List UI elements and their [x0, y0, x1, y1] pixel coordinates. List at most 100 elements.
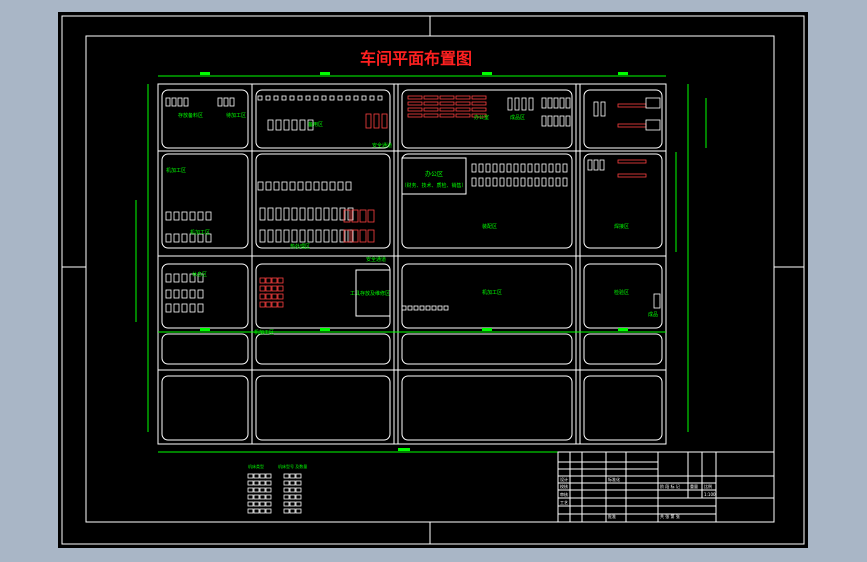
machine-block	[305, 181, 312, 191]
machine-block	[645, 119, 661, 131]
outer-frame	[61, 15, 805, 545]
zone-label-k: 机加工区	[482, 289, 502, 296]
machine-block	[559, 97, 565, 109]
machine-block	[173, 289, 180, 299]
machine-block	[295, 480, 302, 486]
machine-block	[555, 177, 561, 187]
machine-block	[478, 177, 484, 187]
machine-block	[247, 508, 254, 514]
title-block	[557, 451, 775, 523]
title-block-text: 设计 校核 审核 工艺 标准化 批准 阶 段 标 记 重量 比例 1:100 共…	[560, 476, 716, 519]
machine-block	[253, 501, 260, 507]
machine-block	[173, 273, 180, 283]
machine-block	[587, 159, 593, 171]
machine-block	[289, 181, 296, 191]
machine-block	[265, 95, 271, 101]
machine-block	[323, 207, 330, 221]
machine-block	[165, 97, 171, 107]
machine-block	[259, 501, 266, 507]
machine-block	[514, 97, 520, 111]
machine-block	[267, 207, 274, 221]
machine-block	[259, 508, 266, 514]
machine-block	[189, 211, 196, 221]
machine-block	[439, 95, 455, 100]
machine-block	[407, 107, 423, 112]
machine-block	[520, 163, 526, 173]
machine-block	[471, 177, 477, 187]
machine-block	[347, 229, 354, 243]
machine-block	[299, 119, 306, 131]
machine-block	[329, 181, 336, 191]
machine-block	[289, 494, 296, 500]
machine-block	[253, 487, 260, 493]
machine-block	[541, 177, 547, 187]
machine-block	[562, 177, 568, 187]
machine-block	[229, 97, 235, 107]
machine-block	[271, 277, 278, 284]
machine-block	[401, 305, 407, 311]
machine-block	[265, 301, 272, 308]
zone-label-a: 存放备料区	[178, 112, 203, 119]
machine-block	[617, 173, 647, 178]
machine-block	[455, 95, 471, 100]
machine-block	[507, 97, 513, 111]
machine-block	[307, 119, 314, 131]
machine-block	[359, 209, 367, 223]
machine-block	[267, 119, 274, 131]
machine-block	[297, 95, 303, 101]
machine-block	[321, 181, 328, 191]
machine-block	[283, 508, 290, 514]
machine-block	[513, 177, 519, 187]
machine-block	[337, 95, 343, 101]
machine-block	[289, 473, 296, 479]
tb-ratio: 1:100	[704, 492, 716, 497]
machine-block	[265, 285, 272, 292]
aisle-label-lower: 安全通道	[366, 256, 386, 263]
machine-block	[471, 107, 487, 112]
machine-block	[259, 473, 266, 479]
building-outline	[157, 83, 667, 445]
machine-block	[377, 95, 383, 101]
machine-block	[423, 113, 439, 118]
machine-block	[181, 303, 188, 313]
machine-block	[431, 305, 437, 311]
machine-block	[499, 163, 505, 173]
machine-block	[343, 229, 351, 243]
machine-block	[189, 273, 196, 283]
machine-block	[265, 293, 272, 300]
machine-block	[259, 229, 266, 243]
machine-block	[283, 119, 290, 131]
machine-block	[541, 97, 547, 109]
machine-block	[439, 107, 455, 112]
machine-block	[271, 285, 278, 292]
machine-block	[313, 95, 319, 101]
machine-block	[183, 97, 189, 107]
machine-block	[541, 115, 547, 127]
machine-block	[265, 501, 272, 507]
machine-block	[295, 508, 302, 514]
machine-block	[527, 177, 533, 187]
machine-block	[253, 508, 260, 514]
machine-block	[189, 233, 196, 243]
machine-block	[565, 115, 571, 127]
machine-block	[173, 303, 180, 313]
machine-block	[283, 473, 290, 479]
zone-label-i: 装配区	[482, 223, 497, 230]
machine-block	[359, 229, 367, 243]
machine-block	[313, 181, 320, 191]
bay-outlines	[161, 89, 663, 441]
machine-block	[295, 501, 302, 507]
machine-block	[351, 229, 359, 243]
machine-block	[553, 97, 559, 109]
machine-block	[407, 113, 423, 118]
machine-block	[265, 181, 272, 191]
machine-block	[289, 487, 296, 493]
machine-block	[283, 480, 290, 486]
zone-label-l: 检验区	[614, 289, 629, 296]
machine-block	[257, 95, 263, 101]
tb-standard: 标准化	[608, 476, 620, 482]
machine-block	[425, 305, 431, 311]
machine-block	[181, 211, 188, 221]
machine-block	[267, 229, 274, 243]
tb-review: 审核	[560, 491, 568, 497]
